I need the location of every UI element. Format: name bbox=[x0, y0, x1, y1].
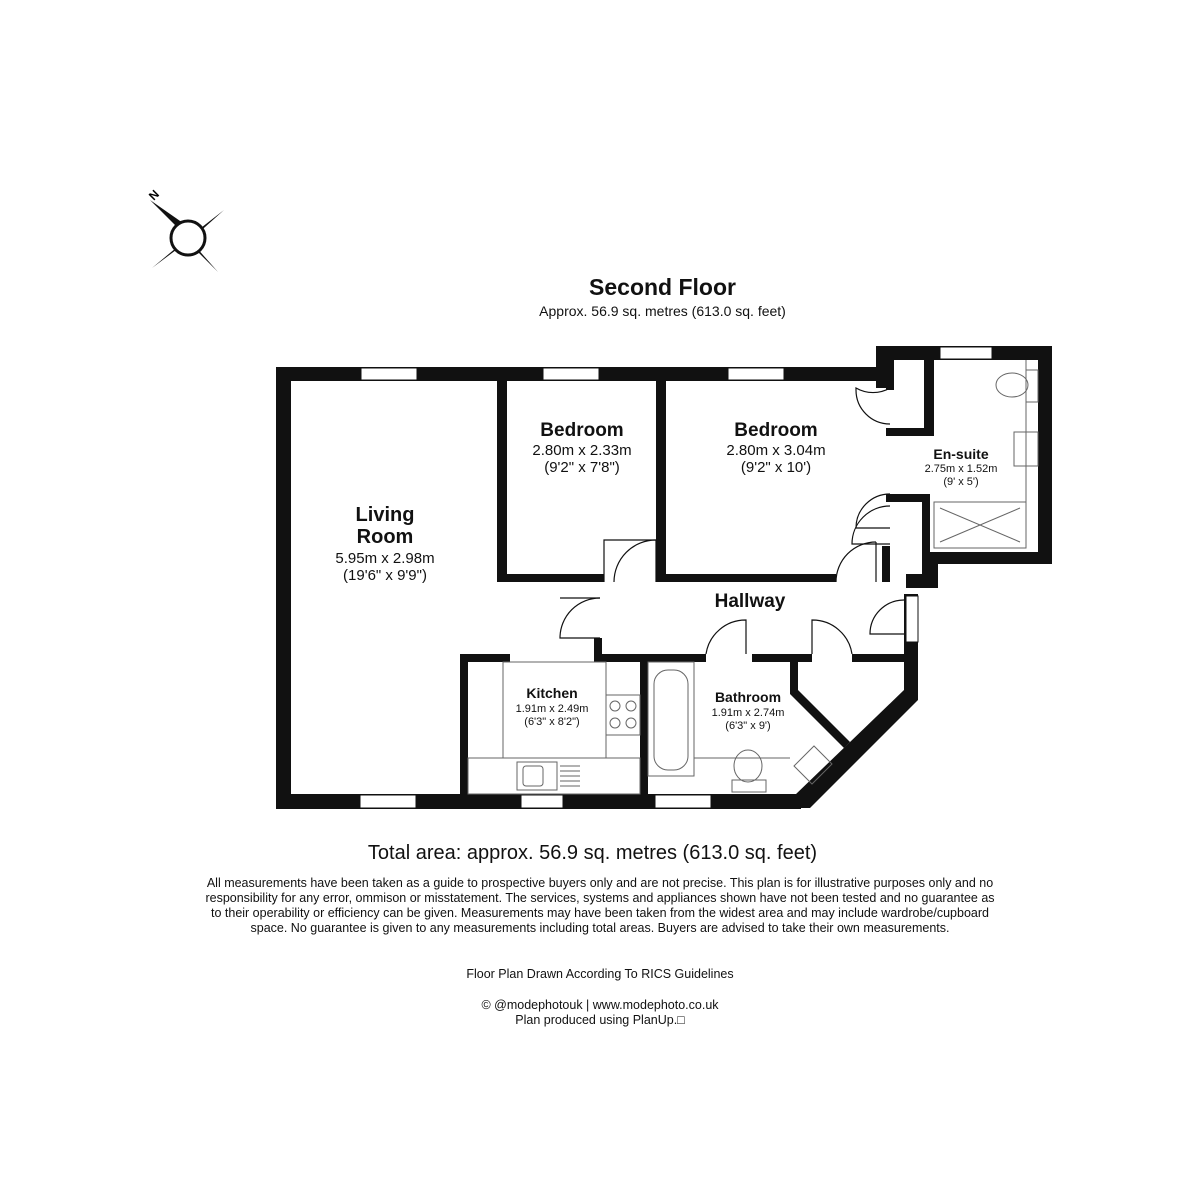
rics-note: Floor Plan Drawn According To RICS Guide… bbox=[466, 967, 734, 981]
floor-title: Second Floor bbox=[589, 274, 736, 300]
hallway-name: Hallway bbox=[715, 591, 786, 612]
ensuite-name: En-suite bbox=[933, 446, 988, 462]
windows bbox=[359, 346, 993, 809]
bedroom2-dim-imperial: (9'2" x 10') bbox=[741, 459, 811, 476]
compass-rose-icon: N bbox=[146, 187, 224, 272]
bedroom1-dim-imperial: (9'2" x 7'8") bbox=[544, 459, 620, 476]
bedroom1-dim-metric: 2.80m x 2.33m bbox=[532, 442, 631, 459]
compass-north-label: N bbox=[146, 187, 162, 203]
credit-line: © @modephotouk | www.modephoto.co.uk bbox=[481, 998, 719, 1012]
floor-area: Approx. 56.9 sq. metres (613.0 sq. feet) bbox=[539, 303, 786, 319]
room-labels: Living Room 5.95m x 2.98m (19'6" x 9'9")… bbox=[335, 420, 997, 732]
living-room-name-line2: Room bbox=[357, 526, 414, 548]
living-room-name-line1: Living bbox=[356, 504, 415, 526]
bedroom2-dim-metric: 2.80m x 3.04m bbox=[726, 442, 825, 459]
total-area: Total area: approx. 56.9 sq. metres (613… bbox=[367, 842, 818, 864]
bathroom-dim-metric: 1.91m x 2.74m bbox=[712, 707, 785, 719]
living-room-dim-imperial: (19'6" x 9'9") bbox=[343, 567, 427, 584]
ensuite-dim-imperial: (9' x 5') bbox=[943, 476, 978, 488]
living-room-dim-metric: 5.95m x 2.98m bbox=[335, 550, 434, 567]
bedroom1-name: Bedroom bbox=[540, 420, 623, 441]
ensuite-dim-metric: 2.75m x 1.52m bbox=[925, 463, 998, 475]
doors bbox=[559, 386, 905, 655]
bedroom2-name: Bedroom bbox=[734, 420, 817, 441]
disclaimer-text: All measurements have been taken as a gu… bbox=[205, 876, 995, 935]
kitchen-name: Kitchen bbox=[526, 685, 577, 701]
kitchen-dim-imperial: (6'3" x 8'2") bbox=[524, 716, 579, 728]
produced-by-line: Plan produced using PlanUp.□ bbox=[515, 1013, 685, 1027]
kitchen-dim-metric: 1.91m x 2.49m bbox=[516, 703, 589, 715]
bathroom-dim-imperial: (6'3" x 9') bbox=[725, 720, 770, 732]
fixtures bbox=[467, 360, 1039, 795]
bathroom-name: Bathroom bbox=[715, 689, 781, 705]
